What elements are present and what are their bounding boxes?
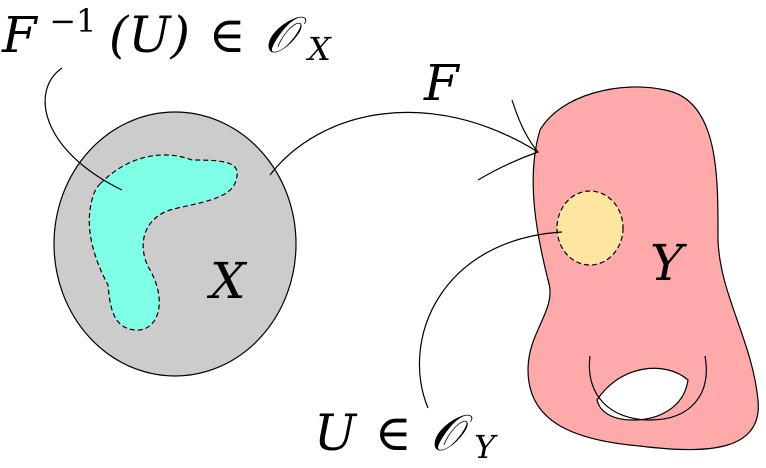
space-x-region <box>53 111 297 377</box>
preimage-label: F −1 (U) ∈ 𝒪 X <box>1 0 332 68</box>
open-set-label-in: ∈ <box>375 404 412 462</box>
map-f-label: F <box>423 54 461 112</box>
preimage-label-sub: X <box>305 30 332 68</box>
open-set-label-u: U <box>314 404 358 462</box>
space-x-label: X <box>206 252 248 310</box>
map-f-arrowhead <box>477 99 540 181</box>
open-set-label-sub: Y <box>474 428 498 466</box>
preimage-region <box>88 154 238 331</box>
preimage-label-arg: (U) <box>109 6 190 64</box>
open-set-label: U ∈ 𝒪 Y <box>314 404 498 466</box>
preimage-leader-line <box>44 67 123 191</box>
preimage-label-o: 𝒪 <box>264 6 307 64</box>
space-y-hole <box>596 367 689 421</box>
space-y-label: Y <box>650 234 687 292</box>
open-set-label-o: 𝒪 <box>430 404 473 462</box>
preimage-label-f: F <box>1 6 39 64</box>
map-f-arrow <box>269 111 539 176</box>
preimage-label-inverse: −1 <box>49 2 96 40</box>
preimage-label-in: ∈ <box>209 6 246 64</box>
space-y-region <box>527 86 759 451</box>
space-y-hole-rim <box>588 355 707 421</box>
open-set-u-region <box>556 190 624 266</box>
open-set-leader-line <box>418 231 563 409</box>
